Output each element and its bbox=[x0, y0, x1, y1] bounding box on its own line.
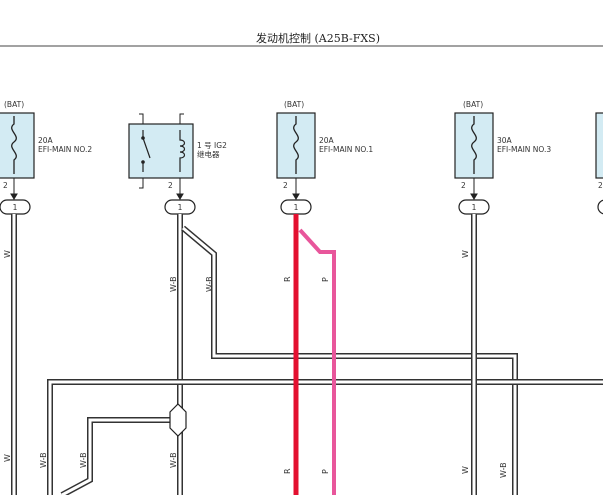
fuse-edge[interactable]: 2 bbox=[595, 112, 603, 190]
label-w-right: W bbox=[461, 250, 470, 258]
label-wb-relay: W-B bbox=[169, 276, 178, 292]
relay-lead-top-right bbox=[179, 113, 184, 124]
relay-name-line1: 1 号 IG2 bbox=[197, 141, 227, 150]
label-wb-far-left: W-B bbox=[39, 452, 48, 468]
fuse-left-rating: 20A bbox=[38, 136, 54, 145]
connector-mid[interactable]: 1 bbox=[280, 199, 312, 215]
fuse-mid-name: EFI-MAIN NO.1 bbox=[319, 145, 373, 154]
relay-lead-bottom-left bbox=[139, 178, 144, 189]
relay-coil bbox=[179, 130, 186, 172]
connector-right-pin: 1 bbox=[472, 203, 477, 212]
fuse-left-element bbox=[11, 116, 17, 174]
connector-edge[interactable] bbox=[597, 199, 603, 215]
fuse-right-name: EFI-MAIN NO.3 bbox=[497, 145, 551, 154]
fuse-left-body bbox=[0, 112, 35, 179]
fuse-right-pin: 2 bbox=[461, 181, 466, 190]
fuse-right-element bbox=[471, 116, 477, 174]
connector-left[interactable]: 1 bbox=[0, 199, 31, 215]
fuse-right-rating: 30A bbox=[497, 136, 513, 145]
relay-name-line2: 继电器 bbox=[197, 149, 220, 159]
label-wb-right-low: W-B bbox=[499, 462, 508, 478]
label-w-right-low: W bbox=[461, 466, 470, 474]
label-wb-mid-low: W-B bbox=[79, 452, 88, 468]
label-wb-relay-low: W-B bbox=[169, 452, 178, 468]
label-w-left-low: W bbox=[3, 454, 12, 462]
fuse-mid-pin: 2 bbox=[283, 181, 288, 190]
fuse-mid-rating: 20A bbox=[319, 136, 335, 145]
connector-relay[interactable]: 1 bbox=[164, 199, 196, 215]
connector-left-pin: 1 bbox=[13, 203, 18, 212]
connector-right[interactable]: 1 bbox=[458, 199, 490, 215]
connector-mid-pin: 1 bbox=[294, 203, 299, 212]
connector-relay-pin: 1 bbox=[178, 203, 183, 212]
relay-lead-top-left bbox=[139, 113, 144, 124]
fuse-left-name: EFI-MAIN NO.2 bbox=[38, 145, 92, 154]
label-w-left: W bbox=[3, 250, 12, 258]
fuse-left-source: (BAT) bbox=[4, 100, 24, 109]
fuse-right-source: (BAT) bbox=[463, 100, 483, 109]
fuse-edge-body bbox=[595, 112, 603, 179]
relay-pin: 2 bbox=[168, 181, 173, 190]
label-r-mid: R bbox=[283, 276, 292, 282]
wire-splice-lower-left bbox=[60, 417, 170, 495]
fuse-mid-element bbox=[293, 116, 299, 174]
fuse-edge-pin: 2 bbox=[598, 181, 603, 190]
wire-labels: W W-B W-B R P W W W-B W-B W-B R P W W-B bbox=[3, 250, 508, 478]
wire-pink-p bbox=[298, 228, 336, 495]
connector-leads bbox=[10, 178, 478, 200]
label-wb-branch: W-B bbox=[205, 276, 214, 292]
fuse-mid-source: (BAT) bbox=[284, 100, 304, 109]
fuse-efi-main-no3[interactable]: (BAT) 30A EFI-MAIN NO.3 2 bbox=[454, 100, 551, 190]
label-p-low: P bbox=[321, 469, 330, 474]
label-r-low: R bbox=[283, 468, 292, 474]
label-p-mid: P bbox=[321, 277, 330, 282]
splice-point[interactable] bbox=[169, 403, 187, 437]
fuse-left-pin: 2 bbox=[3, 181, 8, 190]
fuse-efi-main-no2[interactable]: (BAT) 20A EFI-MAIN NO.2 2 bbox=[0, 100, 92, 190]
wire-relay-branch-wb bbox=[181, 225, 518, 495]
wire-horizontal-bus bbox=[47, 379, 603, 495]
relay-ig2[interactable]: 1 号 IG2 继电器 2 bbox=[128, 113, 227, 190]
page-title: 发动机控制 (A25B-FXS) bbox=[256, 31, 380, 45]
fuse-efi-main-no1[interactable]: (BAT) 20A EFI-MAIN NO.1 2 bbox=[276, 100, 373, 190]
relay-body bbox=[128, 123, 194, 179]
